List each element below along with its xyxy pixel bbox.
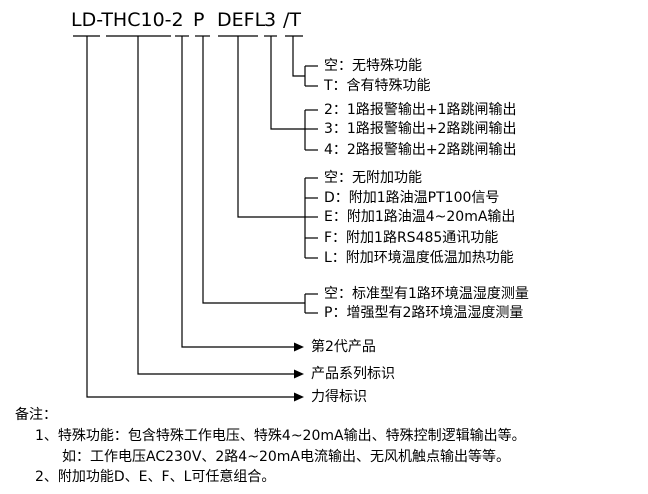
option-special-t: T：含有特殊功能 bbox=[324, 78, 431, 94]
option-additional-d: D：附加1路油温PT100信号 bbox=[324, 190, 500, 206]
label-series: 产品系列标识 bbox=[311, 366, 395, 382]
option-additional-e: E：附加1路油温4~20mA输出 bbox=[324, 209, 516, 225]
option-additional-l: L：附加环境温度低温加热功能 bbox=[324, 250, 514, 266]
option-additional-f: F：附加1路RS485通讯功能 bbox=[324, 230, 499, 246]
option-special-none: 空：无特殊功能 bbox=[324, 58, 422, 74]
option-relay-2: 2：1路报警输出+1路跳闸输出 bbox=[324, 102, 517, 118]
option-type-standard: 空：标准型有1路环境温湿度测量 bbox=[324, 286, 529, 302]
model-code-t: /T bbox=[283, 9, 302, 31]
notes-line-1: 1、特殊功能：包含特殊工作电压、特殊4~20mA输出、特殊控制逻辑输出等。 bbox=[35, 428, 526, 444]
label-brand: 力得标识 bbox=[311, 389, 367, 405]
notes-title: 备注： bbox=[15, 407, 57, 423]
option-relay-3: 3：1路报警输出+2路跳闸输出 bbox=[324, 121, 517, 137]
option-additional-none: 空：无附加功能 bbox=[324, 170, 422, 186]
model-code-p: P bbox=[193, 9, 205, 31]
notes-line-3: 2、附加功能D、E、F、L可任意组合。 bbox=[35, 469, 276, 485]
model-code-3: 3 bbox=[264, 9, 277, 31]
model-code-defl: DEFL bbox=[217, 9, 266, 31]
label-generation: 第2代产品 bbox=[311, 339, 376, 355]
option-relay-4: 4：2路报警输出+2路跳闸输出 bbox=[324, 142, 517, 158]
option-type-enhanced: P：增强型有2路环境温湿度测量 bbox=[324, 305, 524, 321]
notes-line-2: 如：工作电压AC230V、2路4~20mA电流输出、无风机触点输出等等。 bbox=[62, 449, 510, 465]
model-code-base: LD-THC10-2 bbox=[71, 9, 184, 31]
